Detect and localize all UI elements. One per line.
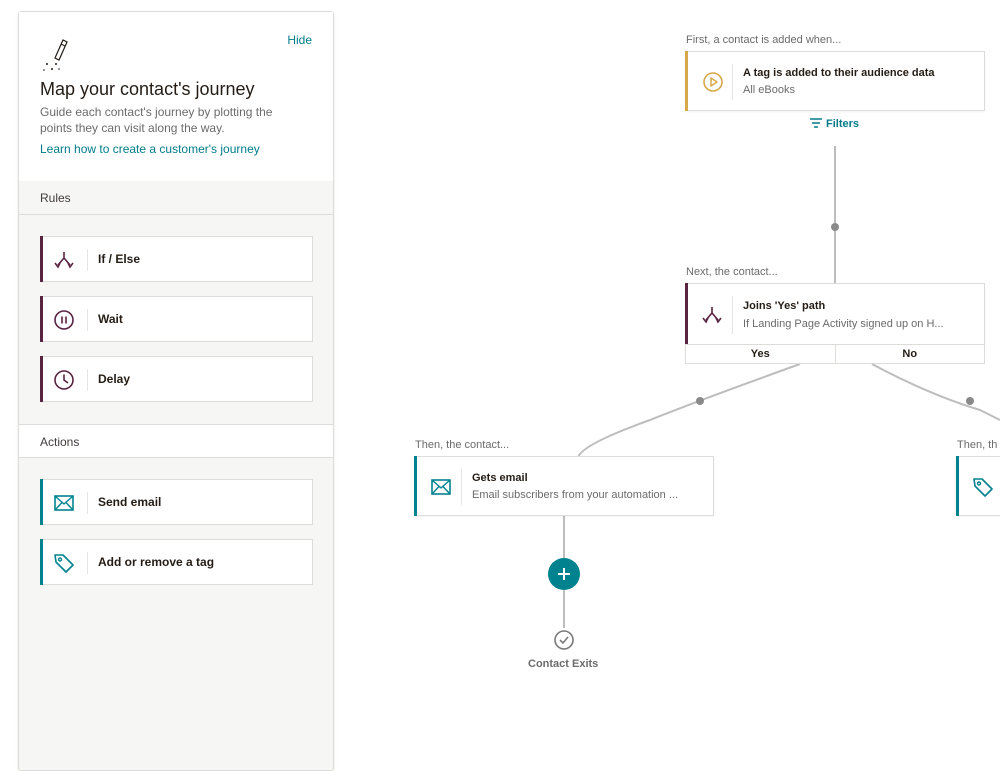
rule-wait-label: Wait bbox=[98, 312, 123, 326]
right-step-label: Then, th bbox=[957, 439, 998, 451]
journey-sidebar: Hide Map your contact's journey Guide ea… bbox=[18, 11, 334, 771]
rule-wait[interactable]: Wait bbox=[40, 296, 313, 342]
action-send-email-label: Send email bbox=[98, 495, 162, 509]
contact-exits-label: Contact Exits bbox=[528, 658, 599, 670]
envelope-icon bbox=[54, 495, 74, 511]
condition-title: Joins 'Yes' path bbox=[743, 300, 826, 312]
condition-step-label: Next, the contact... bbox=[686, 266, 778, 278]
tag-icon bbox=[54, 554, 74, 573]
filters-label: Filters bbox=[826, 118, 860, 130]
check-circle-icon bbox=[554, 630, 574, 650]
sidebar-title: Map your contact's journey bbox=[40, 79, 255, 99]
insert-point[interactable] bbox=[831, 223, 839, 231]
hide-button[interactable]: Hide bbox=[287, 33, 312, 47]
filters-button[interactable]: Filters bbox=[809, 118, 859, 130]
add-step-button[interactable] bbox=[548, 558, 580, 590]
condition-subtitle: If Landing Page Activity signed up on H.… bbox=[743, 318, 944, 330]
action-tag[interactable]: Add or remove a tag bbox=[40, 539, 313, 585]
tag-icon bbox=[973, 478, 993, 497]
condition-node[interactable]: Joins 'Yes' path If Landing Page Activit… bbox=[685, 283, 985, 345]
email-title: Gets email bbox=[472, 472, 528, 484]
action-send-email[interactable]: Send email bbox=[40, 479, 313, 525]
email-node[interactable]: Gets email Email subscribers from your a… bbox=[414, 456, 714, 516]
trigger-title: A tag is added to their audience data bbox=[743, 67, 935, 79]
rule-delay-label: Delay bbox=[98, 372, 131, 386]
trigger-step-label: First, a contact is added when... bbox=[686, 34, 842, 46]
learn-journey-link[interactable]: Learn how to create a customer's journey bbox=[40, 142, 260, 156]
rules-heading: Rules bbox=[19, 181, 333, 215]
email-subtitle: Email subscribers from your automation .… bbox=[472, 489, 679, 501]
if-else-icon bbox=[54, 252, 74, 269]
rule-if-else-label: If / Else bbox=[98, 252, 141, 266]
rule-delay[interactable]: Delay bbox=[40, 356, 313, 402]
action-tag-label: Add or remove a tag bbox=[98, 555, 215, 569]
trigger-node[interactable]: A tag is added to their audience data Al… bbox=[685, 51, 985, 111]
filter-icon bbox=[810, 118, 822, 128]
rule-if-else[interactable]: If / Else bbox=[40, 236, 313, 282]
if-else-icon bbox=[702, 307, 722, 324]
clock-icon bbox=[54, 370, 74, 390]
tag-node[interactable] bbox=[956, 456, 1000, 516]
sidebar-header: Hide Map your contact's journey Guide ea… bbox=[19, 12, 333, 182]
email-step-label: Then, the contact... bbox=[415, 439, 510, 451]
branch-tabs: Yes No bbox=[685, 344, 985, 364]
actions-heading: Actions bbox=[19, 424, 333, 458]
pause-icon bbox=[54, 310, 74, 330]
yes-branch-tab[interactable]: Yes bbox=[750, 348, 770, 360]
insert-point[interactable] bbox=[966, 397, 974, 405]
workflow-canvas[interactable] bbox=[334, 0, 1000, 750]
envelope-icon bbox=[431, 479, 451, 495]
insert-point[interactable] bbox=[696, 397, 704, 405]
sidebar-description: Guide each contact's journey by plotting… bbox=[40, 105, 273, 135]
play-icon bbox=[703, 72, 723, 92]
wand-illustration-icon bbox=[43, 39, 68, 71]
trigger-subtitle: All eBooks bbox=[743, 84, 795, 96]
no-branch-tab[interactable]: No bbox=[834, 345, 985, 363]
plus-icon bbox=[558, 568, 570, 580]
